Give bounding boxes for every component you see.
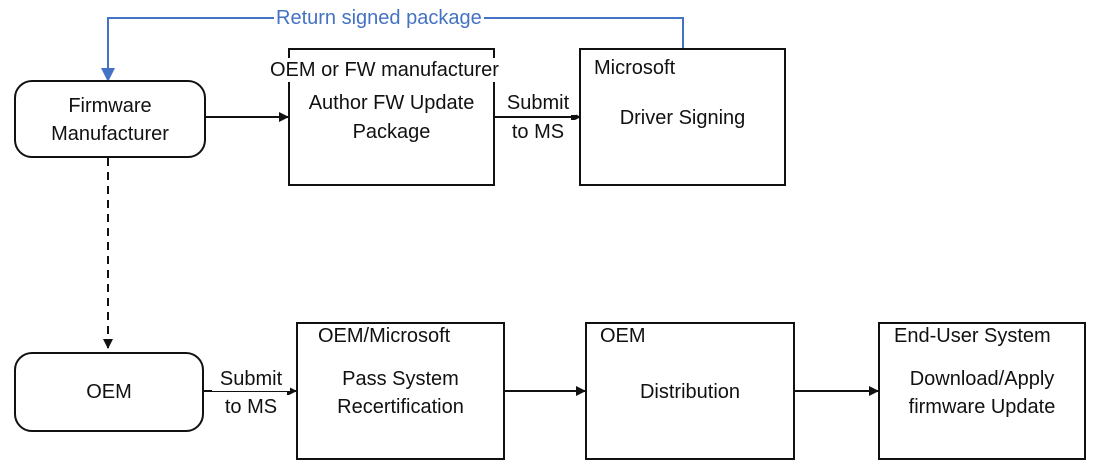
edge-label-submit-top-1: Submit [500, 91, 576, 115]
return-link-label: Return signed package [274, 6, 484, 30]
node-end-user [878, 322, 1086, 460]
end-user-line1: Download/Apply [909, 368, 1055, 390]
node-oem: OEM [14, 352, 204, 432]
edge-label-submit-bottom-1: Submit [212, 367, 290, 391]
node-recertification [296, 322, 505, 460]
edge-label-submit-top-2: to MS [500, 120, 576, 144]
node-distribution [585, 322, 795, 460]
recertification-line2: Recertification [337, 396, 464, 418]
end-user-header: End-User System [894, 325, 1051, 347]
recertification-header: OEM/Microsoft [318, 325, 451, 347]
node-driver-signing [579, 48, 786, 186]
node-firmware-manufacturer: Firmware Manufacturer [14, 80, 206, 158]
distribution-text: Distribution [639, 381, 741, 403]
firmware-manufacturer-line1: Firmware [68, 95, 152, 117]
driver-signing-text: Driver Signing [619, 107, 746, 129]
author-package-line2: Package [352, 121, 431, 143]
distribution-header: OEM [600, 325, 646, 347]
author-package-line1: Author FW Update [308, 92, 475, 114]
recertification-line1: Pass System [342, 368, 459, 390]
return-link-arrowhead [101, 68, 115, 82]
oem-text: OEM [86, 381, 132, 403]
driver-signing-header: Microsoft [594, 57, 676, 79]
edge-label-submit-bottom-2: to MS [212, 395, 290, 419]
end-user-line2: firmware Update [908, 396, 1056, 418]
firmware-manufacturer-line2: Manufacturer [51, 123, 169, 145]
author-package-header: OEM or FW manufacturer [270, 58, 499, 82]
